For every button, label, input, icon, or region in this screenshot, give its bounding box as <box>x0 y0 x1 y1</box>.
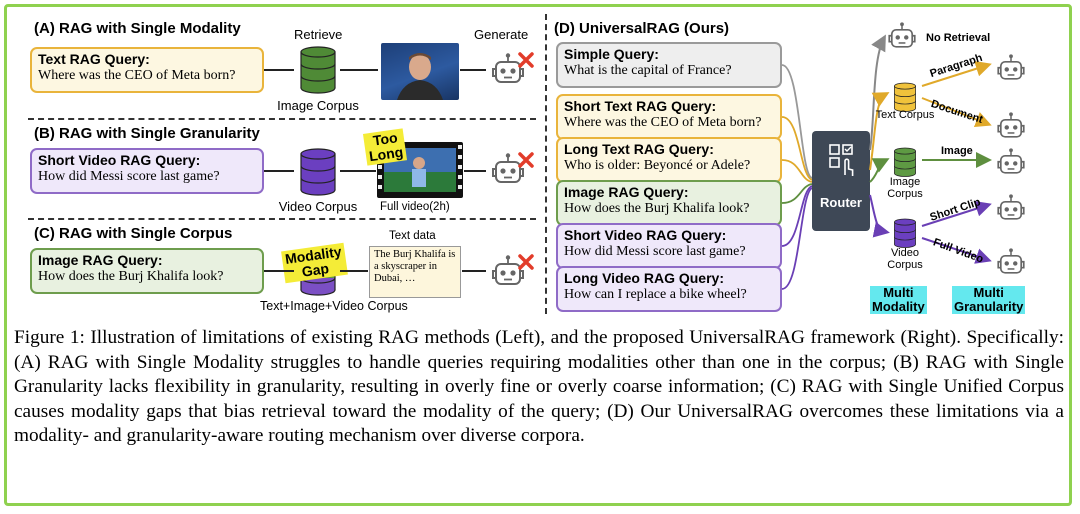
modality-label: Modality <box>872 299 925 314</box>
query-text: How did Messi score last game? <box>38 168 220 184</box>
query-text: How did Messi score last game? <box>564 243 746 259</box>
video-corpus-label: Video Corpus <box>887 247 923 271</box>
query-text: How does the Burj Khalifa look? <box>38 268 224 284</box>
query-label: Image RAG Query: <box>38 252 163 268</box>
router-hand-icon <box>829 144 854 176</box>
multi-modality-label: Multi Modality <box>870 286 927 314</box>
granularity-label: Granularity <box>954 299 1024 314</box>
query-label: Image RAG Query: <box>564 184 689 200</box>
robot-icon <box>492 254 534 285</box>
robot-icon <box>997 193 1025 220</box>
query-label: Short Video RAG Query: <box>38 152 201 168</box>
figure-border <box>4 4 1072 506</box>
robot-icon <box>888 21 916 48</box>
multi-granularity-label: Multi Granularity <box>952 285 1026 314</box>
image-rag-query-box: Image RAG Query: How does the Burj Khali… <box>30 248 264 294</box>
router-label: Router <box>820 195 862 210</box>
cross-icon <box>518 52 534 68</box>
query-text: How does the Burj Khalifa look? <box>564 200 750 216</box>
ceo-photo-image <box>381 43 459 100</box>
long-video-query-box: Long Video RAG Query: How can I replace … <box>556 266 782 312</box>
cross-icon <box>518 254 534 270</box>
full-video-label: Full video(2h) <box>380 201 450 213</box>
image-corpus-label: Image Corpus <box>887 176 923 200</box>
multi-label: Multi <box>883 285 914 300</box>
text-corpus-label: Text Corpus <box>875 109 935 121</box>
query-text: Who is older: Beyoncé or Adele? <box>564 157 751 173</box>
figure-caption: Figure 1: Illustration of limitations of… <box>14 327 1064 446</box>
video-corpus-database-icon <box>894 218 916 248</box>
image-corpus-label: Image Corpus <box>277 98 359 113</box>
section-a-title: (A) RAG with Single Modality <box>34 20 241 37</box>
query-text: Where was the CEO of Meta born? <box>38 67 236 83</box>
query-label: Text RAG Query: <box>38 51 150 67</box>
robot-icon <box>997 247 1025 274</box>
query-text: Where was the CEO of Meta born? <box>564 114 762 130</box>
retrieve-label: Retrieve <box>294 27 343 42</box>
no-retrieval-label: No Retrieval <box>926 32 991 44</box>
robot-icon <box>997 53 1025 80</box>
query-label: Simple Query: <box>564 46 659 62</box>
router-box: Router <box>812 131 870 231</box>
query-text: What is the capital of France? <box>564 62 732 78</box>
divider <box>28 118 536 120</box>
robot-icon <box>492 52 534 83</box>
section-d-title: (D) UniversalRAG (Ours) <box>554 20 730 37</box>
query-label: Short Text RAG Query: <box>564 98 717 114</box>
query-label: Long Video RAG Query: <box>564 270 724 286</box>
image-corpus-database-icon <box>894 147 916 177</box>
generate-label: Generate <box>474 27 529 42</box>
image-label: Image <box>941 145 973 157</box>
video-corpus-label: Video Corpus <box>278 199 358 214</box>
multi-label: Multi <box>973 285 1004 300</box>
section-c-title: (C) RAG with Single Corpus <box>34 225 233 242</box>
robot-icon <box>997 147 1025 174</box>
query-label: Short Video RAG Query: <box>564 227 727 243</box>
robot-icon <box>997 111 1025 138</box>
query-text: How can I replace a bike wheel? <box>564 286 747 302</box>
section-b-title: (B) RAG with Single Granularity <box>34 125 260 142</box>
image-query-box: Image RAG Query: How does the Burj Khali… <box>556 180 782 226</box>
query-label: Long Text RAG Query: <box>564 141 714 157</box>
text-rag-query-box: Text RAG Query: Where was the CEO of Met… <box>30 47 264 93</box>
robot-icon <box>492 152 534 183</box>
text-data-note: The Burj Khalifa is a skyscraper in Duba… <box>369 246 461 298</box>
divider <box>28 218 536 220</box>
short-video-query-box: Short Video RAG Query: How did Messi sco… <box>556 223 782 269</box>
cross-icon <box>518 152 534 168</box>
mixed-corpus-label: Text+Image+Video Corpus <box>260 299 408 313</box>
vertical-divider <box>545 14 547 314</box>
short-video-query-box: Short Video RAG Query: How did Messi sco… <box>30 148 264 194</box>
simple-query-box: Simple Query: What is the capital of Fra… <box>556 42 782 88</box>
text-data-label: Text data <box>389 230 436 242</box>
